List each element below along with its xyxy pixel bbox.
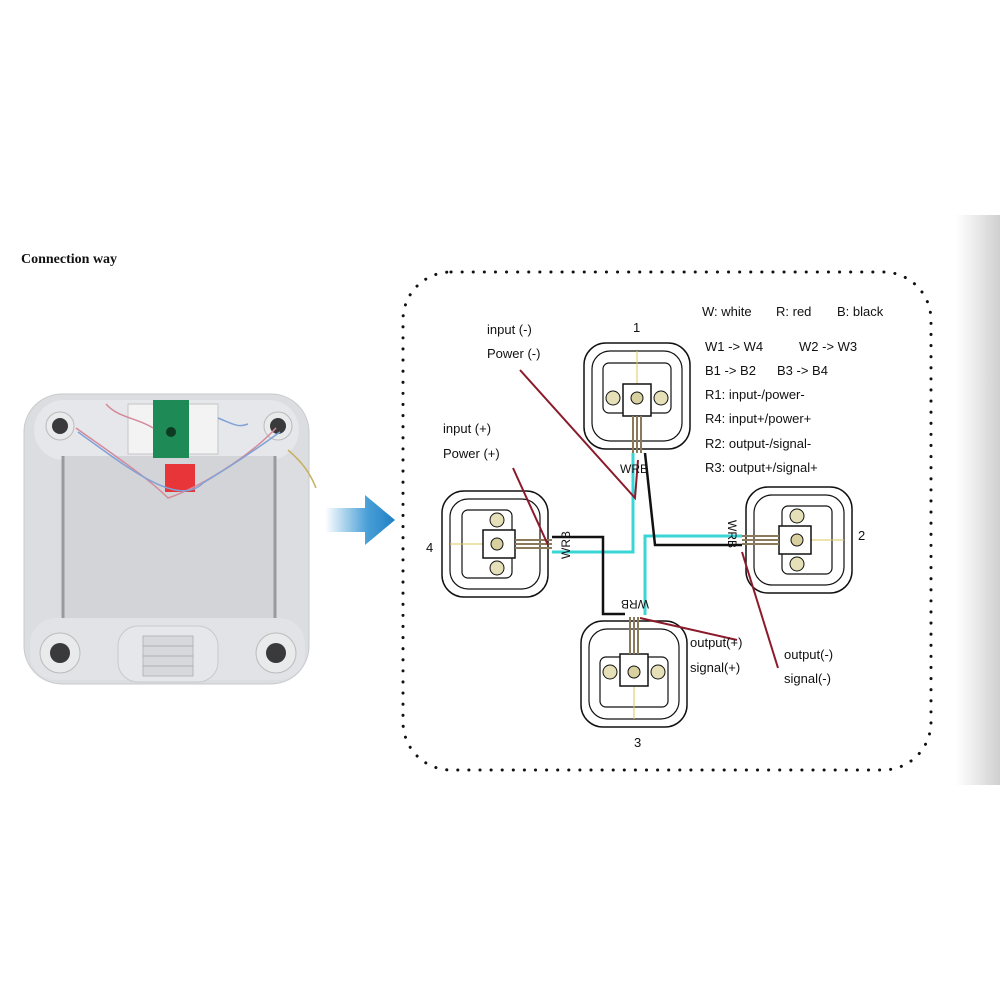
leader-input-plus [512, 467, 549, 546]
annotation-output-minus: output(-) [784, 647, 834, 662]
legend-r2: R2: output-/signal- [705, 436, 812, 451]
legend-r1: R1: input-/power- [705, 387, 805, 402]
load-cell-4 [441, 490, 552, 598]
wire-black-1-to-2 [643, 452, 742, 547]
sensor-number-4: 4 [426, 540, 434, 555]
sensor-number-2: 2 [858, 528, 866, 543]
legend-w-map-1: W1 -> W4 [705, 339, 764, 354]
wire-label-sensor-3: WRB [621, 597, 649, 611]
wire-white-2-to-3 [643, 534, 742, 615]
legend-b-map-1: B1 -> B2 [705, 363, 756, 378]
wire-label-sensor-4: WRB [559, 531, 573, 559]
bathroom-scale-image [23, 393, 317, 685]
annotation-power-plus: Power (+) [443, 446, 500, 461]
legend-white: W: white [702, 304, 752, 319]
load-cell-2 [742, 486, 853, 594]
red-pcb [165, 464, 195, 492]
annotation-input-plus: input (+) [443, 421, 492, 436]
load-cell-1 [583, 342, 691, 453]
wire-label-sensor-1: WRB [620, 462, 648, 476]
legend-b-map-2: B3 -> B4 [777, 363, 828, 378]
sensor-number-3: 3 [634, 735, 642, 750]
wire-label-sensor-2: WRB [725, 520, 739, 548]
page-edge-shadow [955, 215, 1000, 785]
wire-black-3-to-4 [552, 535, 625, 616]
legend-black: B: black [837, 304, 884, 319]
leader-output-minus [741, 551, 779, 669]
legend-w-map-2: W2 -> W3 [799, 339, 858, 354]
scale-foot [50, 643, 70, 663]
annotation-input-minus: input (-) [487, 322, 532, 337]
leader-input-minus [519, 369, 639, 501]
annotation-signal-minus: signal(-) [784, 671, 831, 686]
legend-red: R: red [776, 304, 812, 319]
legend-r3: R3: output+/signal+ [705, 460, 818, 475]
load-cell-3 [580, 617, 688, 728]
right-arrow-icon [325, 495, 395, 545]
section-title: Connection way [21, 252, 118, 267]
wire-white-1-to-4 [552, 453, 635, 554]
annotation-output-plus: output(+) [690, 635, 743, 650]
scale-foot [266, 643, 286, 663]
annotation-power-minus: Power (-) [487, 346, 541, 361]
legend-r4: R4: input+/power+ [705, 411, 812, 426]
scale-foot [52, 418, 68, 434]
sensor-number-1: 1 [633, 320, 641, 335]
annotation-signal-plus: signal(+) [690, 660, 741, 675]
leader-output-plus [639, 617, 738, 641]
